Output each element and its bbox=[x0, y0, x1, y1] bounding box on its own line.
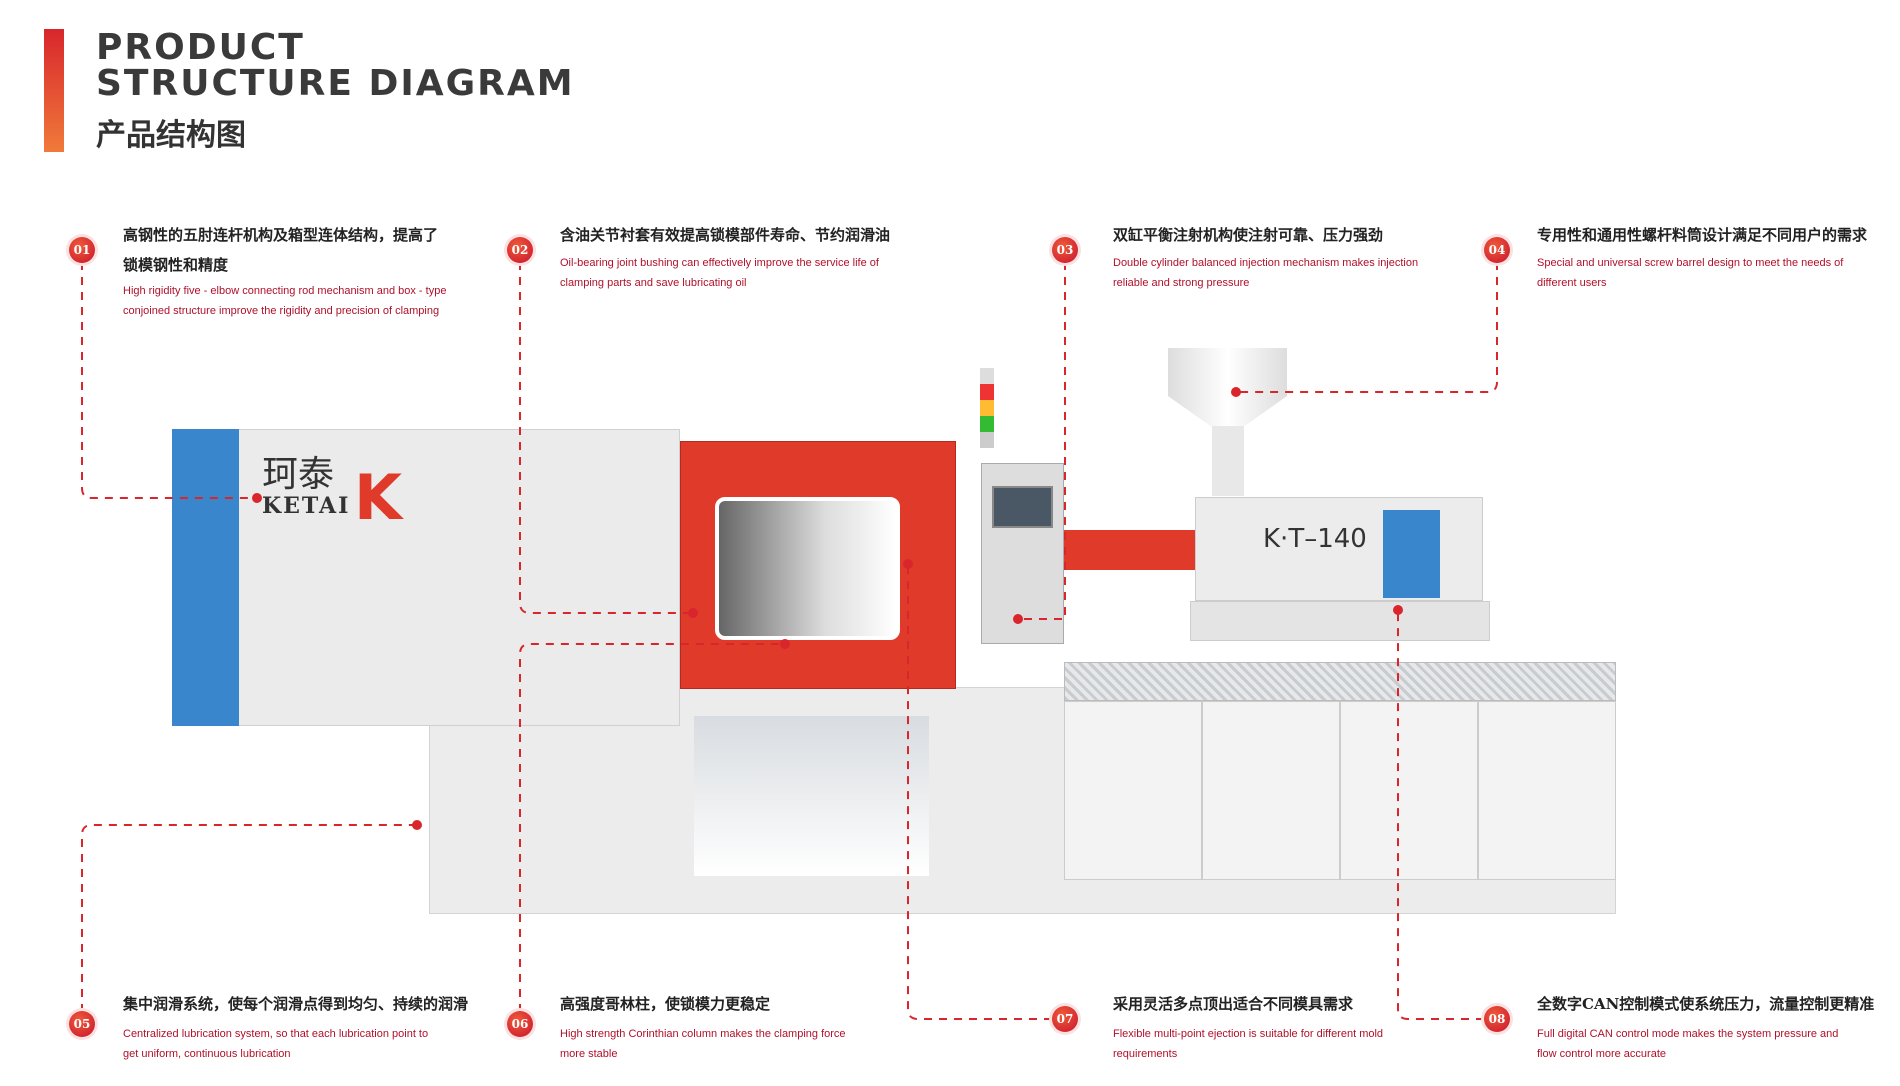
feature-desc-01: High rigidity five - elbow connecting ro… bbox=[123, 285, 447, 317]
feature-desc-05: Centralized lubrication system, so that … bbox=[123, 1028, 429, 1060]
page-title-cn: 产品结构图 bbox=[96, 118, 246, 153]
feature-desc-02: Oil-bearing joint bushing can effectivel… bbox=[560, 257, 879, 289]
feature-title-05: 集中润滑系统，使每个润滑点得到均匀、持续的润滑 bbox=[123, 995, 469, 1013]
feature-title-04: 专用性和通用性螺杆料筒设计满足不同用户的需求 bbox=[1537, 226, 1868, 244]
feature-badge-02: 02 bbox=[507, 237, 533, 263]
feature-title-03: 双缸平衡注射机构使注射可靠、压力强劲 bbox=[1113, 226, 1384, 244]
feature-badge-03: 03 bbox=[1052, 237, 1078, 263]
hopper-neck bbox=[1212, 426, 1244, 496]
injection-barrel bbox=[1064, 530, 1204, 570]
injection-carriage bbox=[1190, 601, 1490, 641]
callout-line-08 bbox=[1397, 610, 1484, 1020]
feature-badge-06: 06 bbox=[507, 1011, 533, 1037]
feature-title-02: 含油关节衬套有效提高锁模部件寿命、节约润滑油 bbox=[560, 226, 891, 244]
machine-base-opening bbox=[694, 716, 929, 876]
feature-title-08: 全数字CAN控制模式使系统压力，流量控制更精准 bbox=[1537, 995, 1875, 1013]
feature-title-06: 高强度哥林柱，使锁模力更稳定 bbox=[560, 995, 771, 1013]
callout-dot-07 bbox=[903, 559, 913, 569]
feature-title-07: 采用灵活多点顶出适合不同模具需求 bbox=[1113, 995, 1354, 1013]
callout-line-03 bbox=[1018, 262, 1066, 620]
callout-dot-06 bbox=[780, 639, 790, 649]
clamping-unit-cover bbox=[172, 429, 680, 726]
signal-tower bbox=[980, 368, 994, 448]
feature-desc-03: Double cylinder balanced injection mecha… bbox=[1113, 257, 1419, 289]
electrical-cabinet bbox=[1064, 701, 1616, 880]
callout-line-07 bbox=[907, 564, 1052, 1020]
feature-desc-07: Flexible multi-point ejection is suitabl… bbox=[1113, 1028, 1384, 1060]
callout-dot-01 bbox=[252, 493, 262, 503]
feature-badge-07: 07 bbox=[1052, 1006, 1078, 1032]
callout-dot-02 bbox=[688, 608, 698, 618]
feature-badge-05: 05 bbox=[69, 1011, 95, 1037]
callout-dot-05 bbox=[412, 820, 422, 830]
control-panel bbox=[981, 463, 1064, 644]
feature-badge-04: 04 bbox=[1484, 237, 1510, 263]
feature-desc-04: Special and universal screw barrel desig… bbox=[1537, 257, 1844, 289]
callout-line-01 bbox=[81, 262, 257, 499]
checker-plate bbox=[1064, 662, 1616, 701]
blue-side-panel bbox=[172, 429, 239, 726]
blue-injection-block bbox=[1383, 510, 1440, 598]
feature-badge-08: 08 bbox=[1484, 1006, 1510, 1032]
callout-dot-03 bbox=[1013, 614, 1023, 624]
feature-desc-06: High strength Corinthian column makes th… bbox=[560, 1028, 846, 1060]
feature-title-01: 高钢性的五肘连杆机构及箱型连体结构，提高了锁模钢性和精度 bbox=[123, 226, 439, 274]
callout-line-02 bbox=[519, 262, 693, 614]
callout-line-04 bbox=[1236, 262, 1498, 393]
guard-window bbox=[715, 497, 900, 640]
model-label: K·T–140 bbox=[1263, 524, 1367, 554]
callout-line-06 bbox=[519, 643, 785, 1012]
brand-logo: 珂泰 KETAI K bbox=[262, 454, 403, 535]
callout-dot-08 bbox=[1393, 605, 1403, 615]
feature-desc-08: Full digital CAN control mode makes the … bbox=[1537, 1028, 1839, 1060]
callout-line-05 bbox=[81, 824, 417, 1012]
feature-badge-01: 01 bbox=[69, 237, 95, 263]
callout-dot-04 bbox=[1231, 387, 1241, 397]
header-accent-bar bbox=[44, 29, 64, 152]
